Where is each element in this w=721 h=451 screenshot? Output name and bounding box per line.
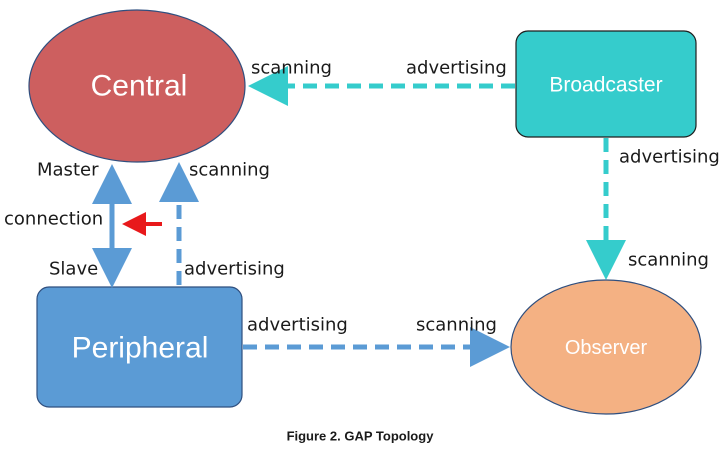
central-node: Central xyxy=(28,9,246,163)
figure-caption: Figure 2. GAP Topology xyxy=(287,429,435,444)
peripheral-advertising-label: advertising xyxy=(247,315,348,336)
broadcaster-label: Broadcaster xyxy=(549,74,662,97)
peripheral-node: Peripheral xyxy=(36,286,243,408)
slave-label: Slave xyxy=(49,259,98,280)
peripheral-advertising-up-label: advertising xyxy=(184,259,285,280)
broadcaster-advertising-label: advertising xyxy=(406,58,507,79)
connection-label: connection xyxy=(4,209,103,230)
observer-scanning-top-label: scanning xyxy=(628,250,709,271)
broadcaster-node: Broadcaster xyxy=(515,30,697,138)
observer-scanning-left-label: scanning xyxy=(416,315,497,336)
central-scanning-label: scanning xyxy=(251,58,332,79)
central-label: Central xyxy=(91,70,188,103)
broadcaster-advertising-down-label: advertising xyxy=(619,147,720,168)
central-scanning-down-label: scanning xyxy=(189,160,270,181)
peripheral-label: Peripheral xyxy=(72,332,209,365)
observer-label: Observer xyxy=(565,337,648,359)
master-label: Master xyxy=(37,160,99,181)
observer-node: Observer xyxy=(510,279,702,415)
